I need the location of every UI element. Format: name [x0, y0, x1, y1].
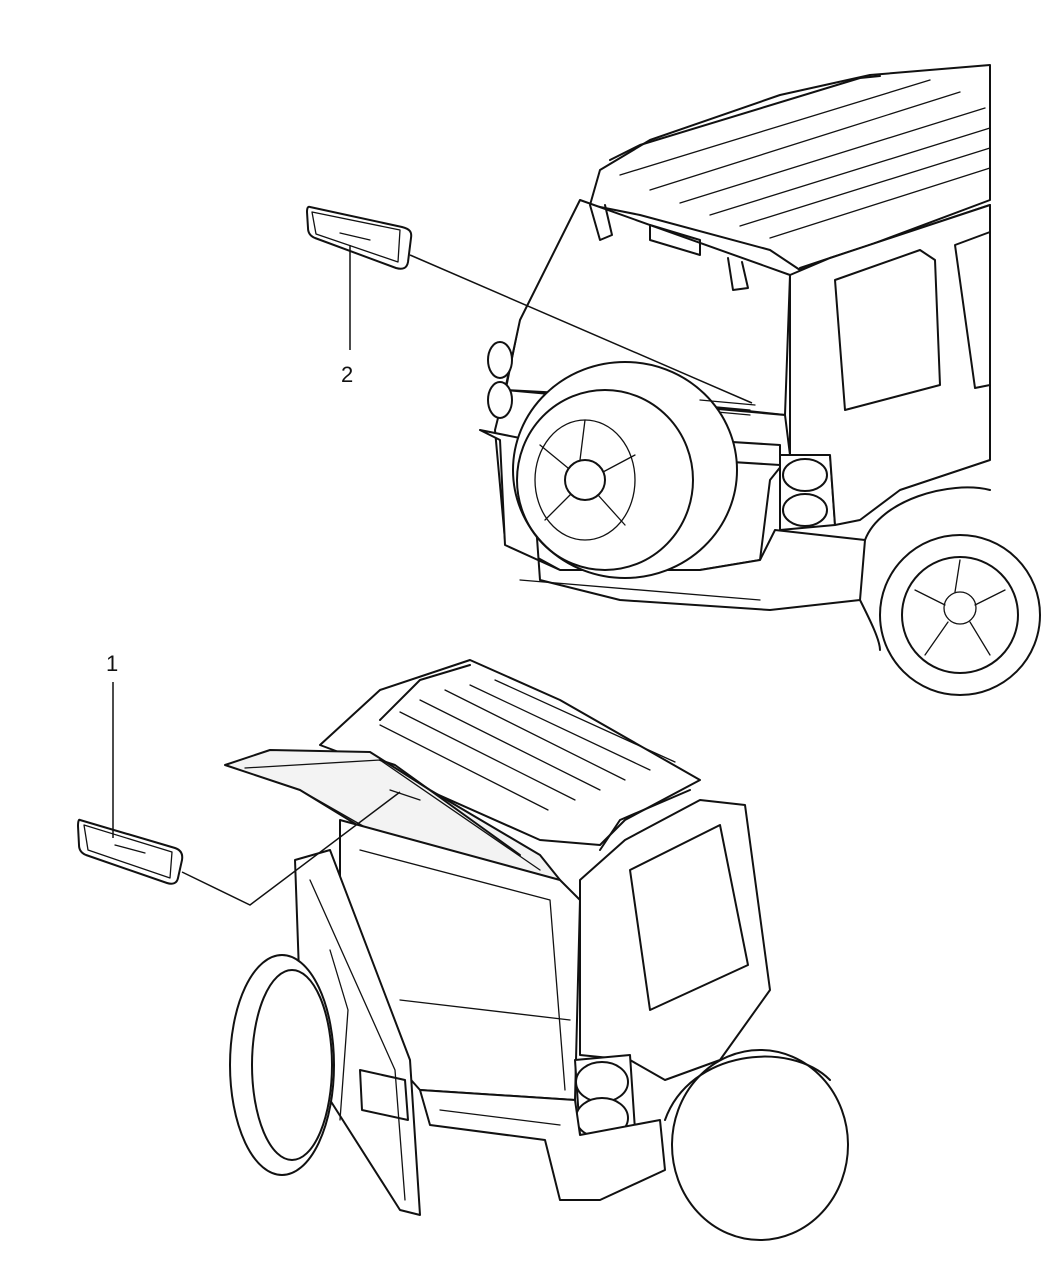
- decal-part-2: [306, 205, 413, 270]
- vehicle-bottom-open-liftgate: [224, 659, 849, 1241]
- leader-line-2-target: [409, 254, 753, 404]
- callout-number-2: 2: [341, 362, 353, 387]
- decal-part-1: [77, 818, 184, 885]
- leader-line-1-target: [181, 791, 401, 906]
- callout-number-1: 1: [106, 651, 118, 676]
- vehicle-top-closed-liftgate: [479, 64, 1041, 696]
